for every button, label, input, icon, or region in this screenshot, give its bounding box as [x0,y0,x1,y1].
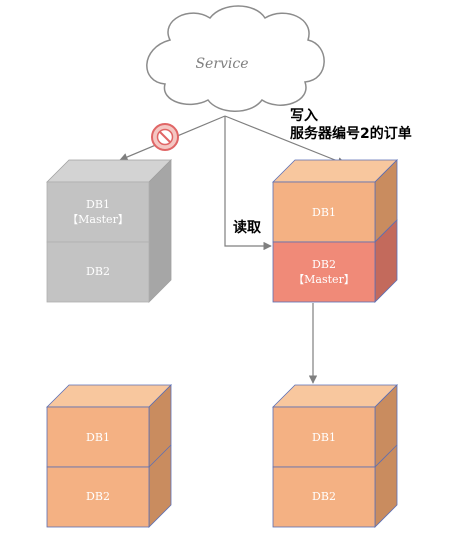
db1-label: DB1 [86,431,110,444]
db2-label: DB2 [86,265,110,278]
db1-label: DB1 [312,431,336,444]
db-stack-top-left: DB1 【Master】 DB2 [46,159,172,303]
db1-box [272,406,376,468]
write-annotation-line1: 写入 [290,108,318,124]
db-stack-bottom-right: DB1 DB2 [272,384,398,528]
service-label: Service [195,56,248,72]
db2-label: DB2 [312,490,336,503]
db1-box [272,181,376,243]
db2-box [272,466,376,528]
write-annotation-line2: 服务器编号2的订单 [290,125,412,142]
db2-label: DB2 [312,258,336,271]
service-cloud: Service [146,5,325,112]
db1-box [46,406,150,468]
db1-master-box [46,181,150,243]
db-stack-top-right: DB1 DB2 【Master】 [272,159,398,303]
db1-label: DB1 [312,206,336,219]
read-connection [224,116,272,251]
master-label: 【Master】 [293,273,355,286]
no-entry-icon [151,123,179,151]
db1-label: DB1 [86,198,110,211]
db2-box [46,466,150,528]
master-label: 【Master】 [67,213,129,226]
db2-box [46,241,150,303]
write-connection [224,115,346,166]
db2-label: DB2 [86,490,110,503]
db-stack-bottom-left: DB1 DB2 [46,384,172,528]
read-annotation: 读取 [233,219,262,236]
cloud-icon [146,5,325,112]
db2-master-box [272,241,376,303]
